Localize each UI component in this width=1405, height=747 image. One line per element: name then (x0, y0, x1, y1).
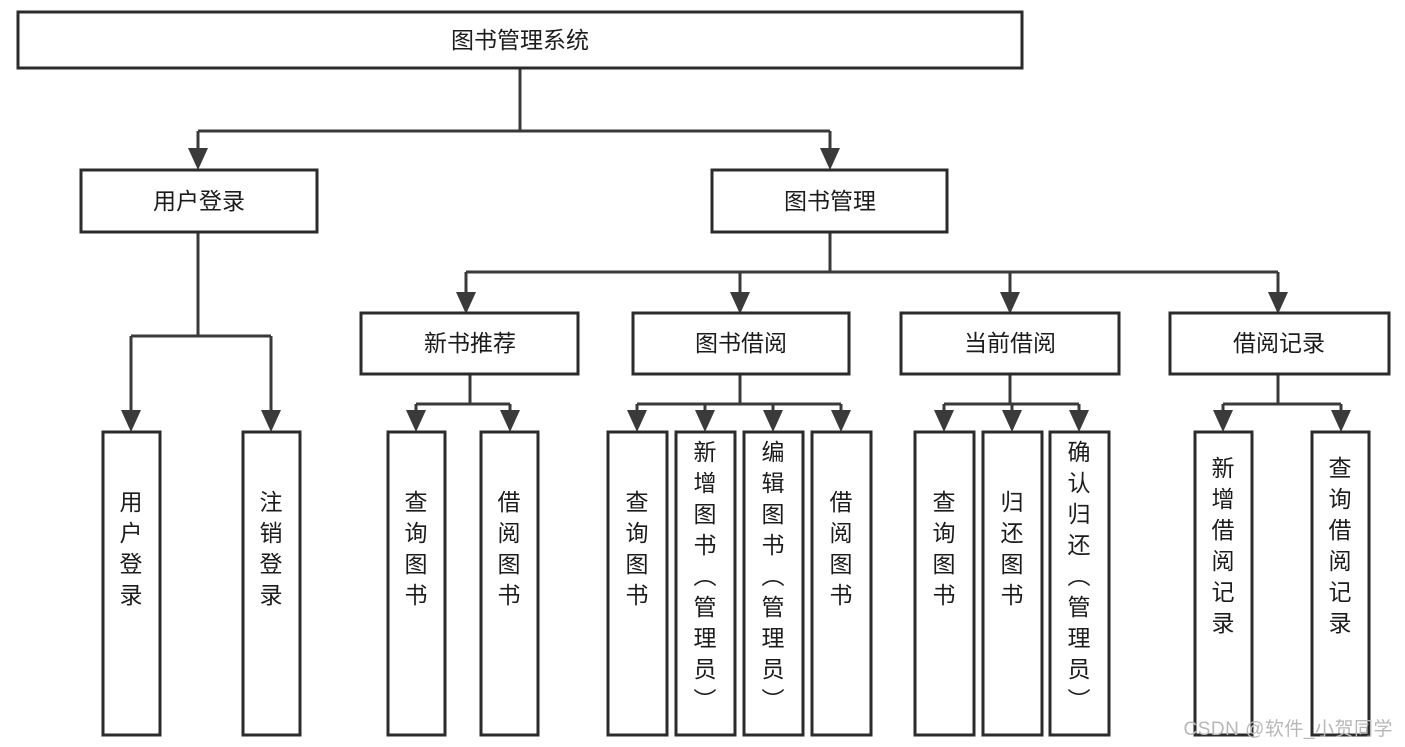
node-book-management[interactable]: 图书管理 (710, 168, 949, 234)
leaf-new-book-1-label: 借阅图书 (498, 489, 521, 608)
node-current-borrow[interactable]: 当前借阅 (899, 311, 1121, 376)
leaf-current-borrow-1-label: 归还图书 (1001, 489, 1024, 608)
leaf-user-login-0[interactable]: 用户登录 (101, 430, 162, 737)
leaf-book-borrow-0-box[interactable] (606, 430, 669, 737)
arrow-user-login-leaf-0 (121, 410, 141, 432)
leaf-book-borrow-2-label: 编辑图书︵管理员︶ (762, 439, 785, 713)
leaf-borrow-record-0-label: 新增借阅记录 (1212, 455, 1235, 636)
leaf-book-borrow-2[interactable]: 编辑图书︵管理员︶ (742, 430, 805, 737)
leaf-book-borrow-0-label: 查询图书 (626, 489, 649, 608)
leaf-book-borrow-1-box[interactable] (674, 430, 737, 737)
connector-layer (121, 68, 1351, 432)
arrow-book-borrow-leaf-1 (695, 410, 715, 432)
node-new-book-recommend-box[interactable] (359, 311, 580, 376)
arrow-root-to-user-login (188, 148, 208, 170)
leaf-borrow-record-1-box[interactable] (1310, 430, 1371, 737)
arrow-book-borrow-leaf-0 (627, 410, 647, 432)
leaf-new-book-0-box[interactable] (386, 430, 447, 737)
leaf-book-borrow-3-label: 借阅图书 (830, 489, 853, 608)
node-book-borrow-box[interactable] (631, 311, 851, 376)
node-root-system-label: 图书管理系统 (451, 27, 589, 53)
leaf-book-borrow-2-box[interactable] (742, 430, 805, 737)
arrow-current-borrow-leaf-1 (1002, 410, 1022, 432)
leaf-current-borrow-2[interactable]: 确认归还︵管理员︶ (1048, 430, 1111, 737)
node-borrow-record-box[interactable] (1168, 311, 1391, 376)
leaf-current-borrow-1[interactable]: 归还图书 (981, 430, 1044, 737)
node-book-management-label: 图书管理 (784, 188, 876, 214)
leaf-current-borrow-0-box[interactable] (913, 430, 976, 737)
leaf-current-borrow-2-label: 确认归还︵管理员︶ (1068, 439, 1091, 713)
arrow-book-mgmt-to-borrow-record (1268, 292, 1288, 314)
node-user-login-label: 用户登录 (153, 188, 245, 214)
leaf-borrow-record-1[interactable]: 查询借阅记录 (1310, 430, 1371, 737)
arrow-root-to-book-mgmt (820, 148, 840, 170)
leaf-current-borrow-1-box[interactable] (981, 430, 1044, 737)
arrow-new-book-leaf-0 (406, 410, 426, 432)
leaf-current-borrow-0-label: 查询图书 (933, 489, 956, 608)
csdn-watermark: CSDN @软件_小贺同学 (1183, 719, 1393, 740)
leaf-borrow-record-0[interactable]: 新增借阅记录 (1193, 430, 1254, 737)
leaf-book-borrow-3-box[interactable] (810, 430, 873, 737)
leaf-user-login-0-box[interactable] (101, 430, 162, 737)
arrow-borrow-record-leaf-1 (1331, 410, 1351, 432)
leaf-new-book-0[interactable]: 查询图书 (386, 430, 447, 737)
node-book-borrow[interactable]: 图书借阅 (631, 311, 851, 376)
leaf-user-login-1-label: 注销登录 (260, 489, 283, 608)
leaf-user-login-1-box[interactable] (241, 430, 302, 737)
leaf-new-book-0-label: 查询图书 (405, 489, 428, 608)
node-borrow-record[interactable]: 借阅记录 (1168, 311, 1391, 376)
leaf-new-book-1[interactable]: 借阅图书 (479, 430, 540, 737)
arrow-user-login-leaf-1 (261, 410, 281, 432)
leaf-current-borrow-0[interactable]: 查询图书 (913, 430, 976, 737)
leaf-new-book-1-box[interactable] (479, 430, 540, 737)
leaf-book-borrow-1-label: 新增图书︵管理员︶ (694, 439, 717, 713)
arrow-book-mgmt-to-current-borrow (1000, 292, 1020, 314)
node-root-system-box[interactable] (16, 10, 1024, 70)
node-user-login-box[interactable] (79, 168, 319, 234)
arrow-new-book-leaf-1 (500, 410, 520, 432)
leaf-book-borrow-0[interactable]: 查询图书 (606, 430, 669, 737)
arrow-current-borrow-leaf-2 (1069, 410, 1089, 432)
leaf-borrow-record-1-label: 查询借阅记录 (1329, 455, 1352, 636)
node-current-borrow-label: 当前借阅 (964, 330, 1056, 356)
arrow-book-borrow-leaf-3 (831, 410, 851, 432)
node-new-book-recommend-label: 新书推荐 (424, 330, 516, 356)
leaf-book-borrow-1[interactable]: 新增图书︵管理员︶ (674, 430, 737, 737)
leaf-current-borrow-2-box[interactable] (1048, 430, 1111, 737)
arrow-current-borrow-leaf-0 (934, 410, 954, 432)
node-book-management-box[interactable] (710, 168, 949, 234)
leaf-book-borrow-3[interactable]: 借阅图书 (810, 430, 873, 737)
node-new-book-recommend[interactable]: 新书推荐 (359, 311, 580, 376)
arrow-book-borrow-leaf-2 (763, 410, 783, 432)
node-user-login[interactable]: 用户登录 (79, 168, 319, 234)
leaf-borrow-record-0-box[interactable] (1193, 430, 1254, 737)
node-root-system[interactable]: 图书管理系统 (16, 10, 1024, 70)
node-current-borrow-box[interactable] (899, 311, 1121, 376)
leaf-user-login-0-label: 用户登录 (120, 489, 143, 608)
arrow-borrow-record-leaf-0 (1213, 410, 1233, 432)
arrow-book-mgmt-to-new-book (456, 292, 476, 314)
node-borrow-record-label: 借阅记录 (1233, 330, 1325, 356)
node-book-borrow-label: 图书借阅 (695, 330, 787, 356)
leaf-user-login-1[interactable]: 注销登录 (241, 430, 302, 737)
arrow-book-mgmt-to-book-borrow (730, 292, 750, 314)
